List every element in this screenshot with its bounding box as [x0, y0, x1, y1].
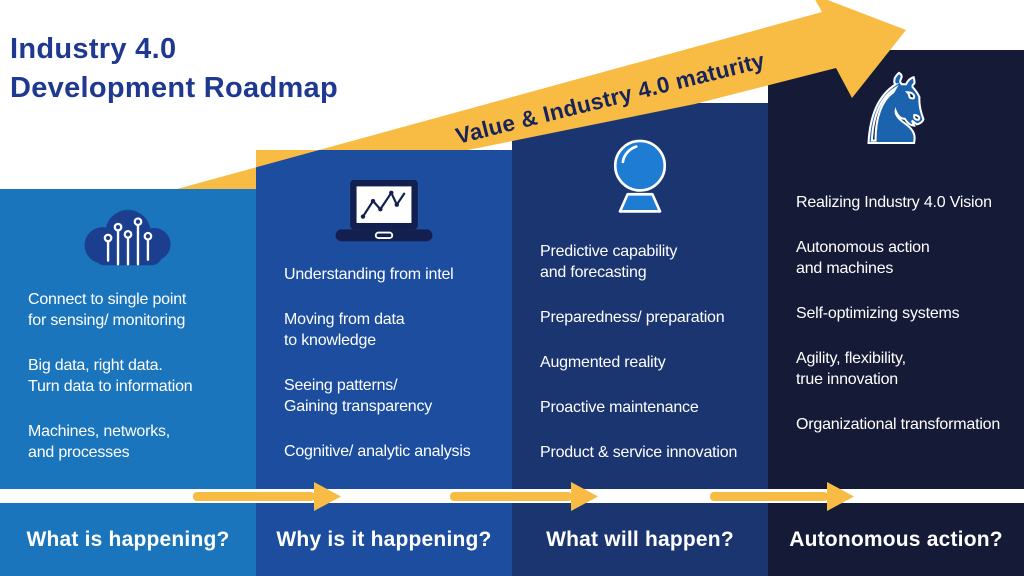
question-label: Autonomous action?: [789, 527, 1003, 551]
list-item: Understanding from intel: [284, 266, 454, 283]
list-item: Seeing patterns/ Gaining transparency: [284, 377, 433, 415]
stage-1-items: Connect to single point for sensing/ mon…: [0, 289, 256, 463]
list-item: Augmented reality: [540, 354, 666, 371]
question-label: What will happen?: [546, 527, 734, 551]
list-item: Product & service innovation: [540, 444, 738, 461]
list-item: Agility, flexibility, true innovation: [796, 350, 906, 388]
page-title-line1: Industry 4.0: [10, 33, 177, 65]
stage-column-4: ♞ Realizing Industry 4.0 Vision Autonomo…: [768, 50, 1024, 489]
laptop-chart-icon: [256, 180, 512, 244]
question-label: Why is it happening?: [276, 527, 492, 551]
list-item: Preparedness/ preparation: [540, 309, 725, 326]
stage-3-items: Predictive capability and forecasting Pr…: [512, 241, 768, 463]
list-item: Predictive capability and forecasting: [540, 243, 678, 281]
chess-knight-icon: ♞: [768, 53, 1024, 167]
list-item: Realizing Industry 4.0 Vision: [796, 194, 992, 211]
question-label: What is happening?: [26, 527, 230, 551]
list-item: Moving from data to knowledge: [284, 311, 405, 349]
question-band-4: Autonomous action?: [768, 503, 1024, 576]
question-band-1: What is happening?: [0, 503, 256, 576]
page-title: Industry 4.0 Development Roadmap: [10, 30, 338, 108]
list-item: Cognitive/ analytic analysis: [284, 443, 471, 460]
list-item: Autonomous action and machines: [796, 239, 930, 277]
list-item: Self-optimizing systems: [796, 305, 960, 322]
list-item: Proactive maintenance: [540, 399, 699, 416]
question-band-2: Why is it happening?: [256, 503, 512, 576]
stage-column-2: Understanding from intel Moving from dat…: [256, 150, 512, 489]
list-item: Big data, right data. Turn data to infor…: [28, 357, 193, 395]
page-title-line2: Development Roadmap: [10, 72, 338, 104]
chess-knight-glyph: ♞: [852, 53, 940, 167]
list-item: Connect to single point for sensing/ mon…: [28, 291, 187, 329]
list-item: Organizational transformation: [796, 416, 1001, 433]
question-band-3: What will happen?: [512, 503, 768, 576]
stage-column-1: Connect to single point for sensing/ mon…: [0, 189, 256, 489]
crystal-ball-icon: [512, 139, 768, 219]
stage-2-items: Understanding from intel Moving from dat…: [256, 264, 512, 462]
cloud-circuit-icon: [0, 209, 256, 267]
stage-column-3: Predictive capability and forecasting Pr…: [512, 103, 768, 489]
list-item: Machines, networks, and processes: [28, 423, 171, 461]
stage-4-items: Realizing Industry 4.0 Vision Autonomous…: [768, 192, 1024, 435]
